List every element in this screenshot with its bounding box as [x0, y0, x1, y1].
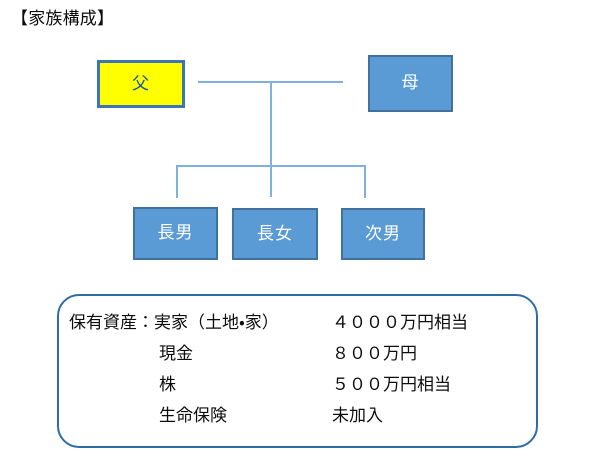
family-node-second-son[interactable]: 次男 — [341, 208, 425, 260]
parent-drop-line — [270, 81, 272, 197]
page-title: 【家族構成】 — [11, 9, 115, 28]
family-node-eldest-son[interactable]: 長男 — [133, 207, 218, 260]
asset-label-cash: 現金 — [159, 344, 193, 363]
asset-row-real-estate: 保有資産：実家（土地・家） ４０００万円相当 — [59, 308, 540, 339]
asset-value-cash: ８００万円 — [332, 344, 417, 363]
family-node-eldest-daughter[interactable]: 長女 — [232, 208, 318, 260]
asset-value-life-insurance: 未加入 — [332, 406, 383, 425]
asset-label-real-estate: 保有資産：実家（土地・家） — [69, 313, 279, 332]
assets-list: 保有資産：実家（土地・家） ４０００万円相当 現金 ８００万円 株 ５００万円相… — [59, 296, 540, 432]
sibling-connector-line — [177, 165, 366, 167]
asset-value-stocks: ５００万円相当 — [332, 375, 451, 394]
family-node-mother[interactable]: 母 — [368, 55, 453, 112]
child-drop-line-eldest-son — [176, 165, 178, 198]
family-node-eldest-son-label: 長男 — [157, 223, 194, 242]
asset-label-life-insurance: 生命保険 — [159, 406, 227, 425]
family-node-father[interactable]: 父 — [97, 60, 185, 108]
family-node-mother-label: 母 — [401, 73, 420, 92]
asset-row-life-insurance: 生命保険 未加入 — [59, 401, 540, 432]
family-node-second-son-label: 次男 — [365, 223, 401, 243]
assets-panel: 保有資産：実家（土地・家） ４０００万円相当 現金 ８００万円 株 ５００万円相… — [57, 294, 538, 448]
asset-value-real-estate: ４０００万円相当 — [332, 313, 468, 332]
asset-label-stocks: 株 — [159, 375, 176, 394]
child-drop-line-second-son — [364, 165, 366, 198]
asset-row-stocks: 株 ５００万円相当 — [59, 370, 540, 401]
family-node-eldest-daughter-label: 長女 — [257, 223, 293, 243]
asset-row-cash: 現金 ８００万円 — [59, 339, 540, 370]
family-node-father-label: 父 — [132, 73, 150, 93]
